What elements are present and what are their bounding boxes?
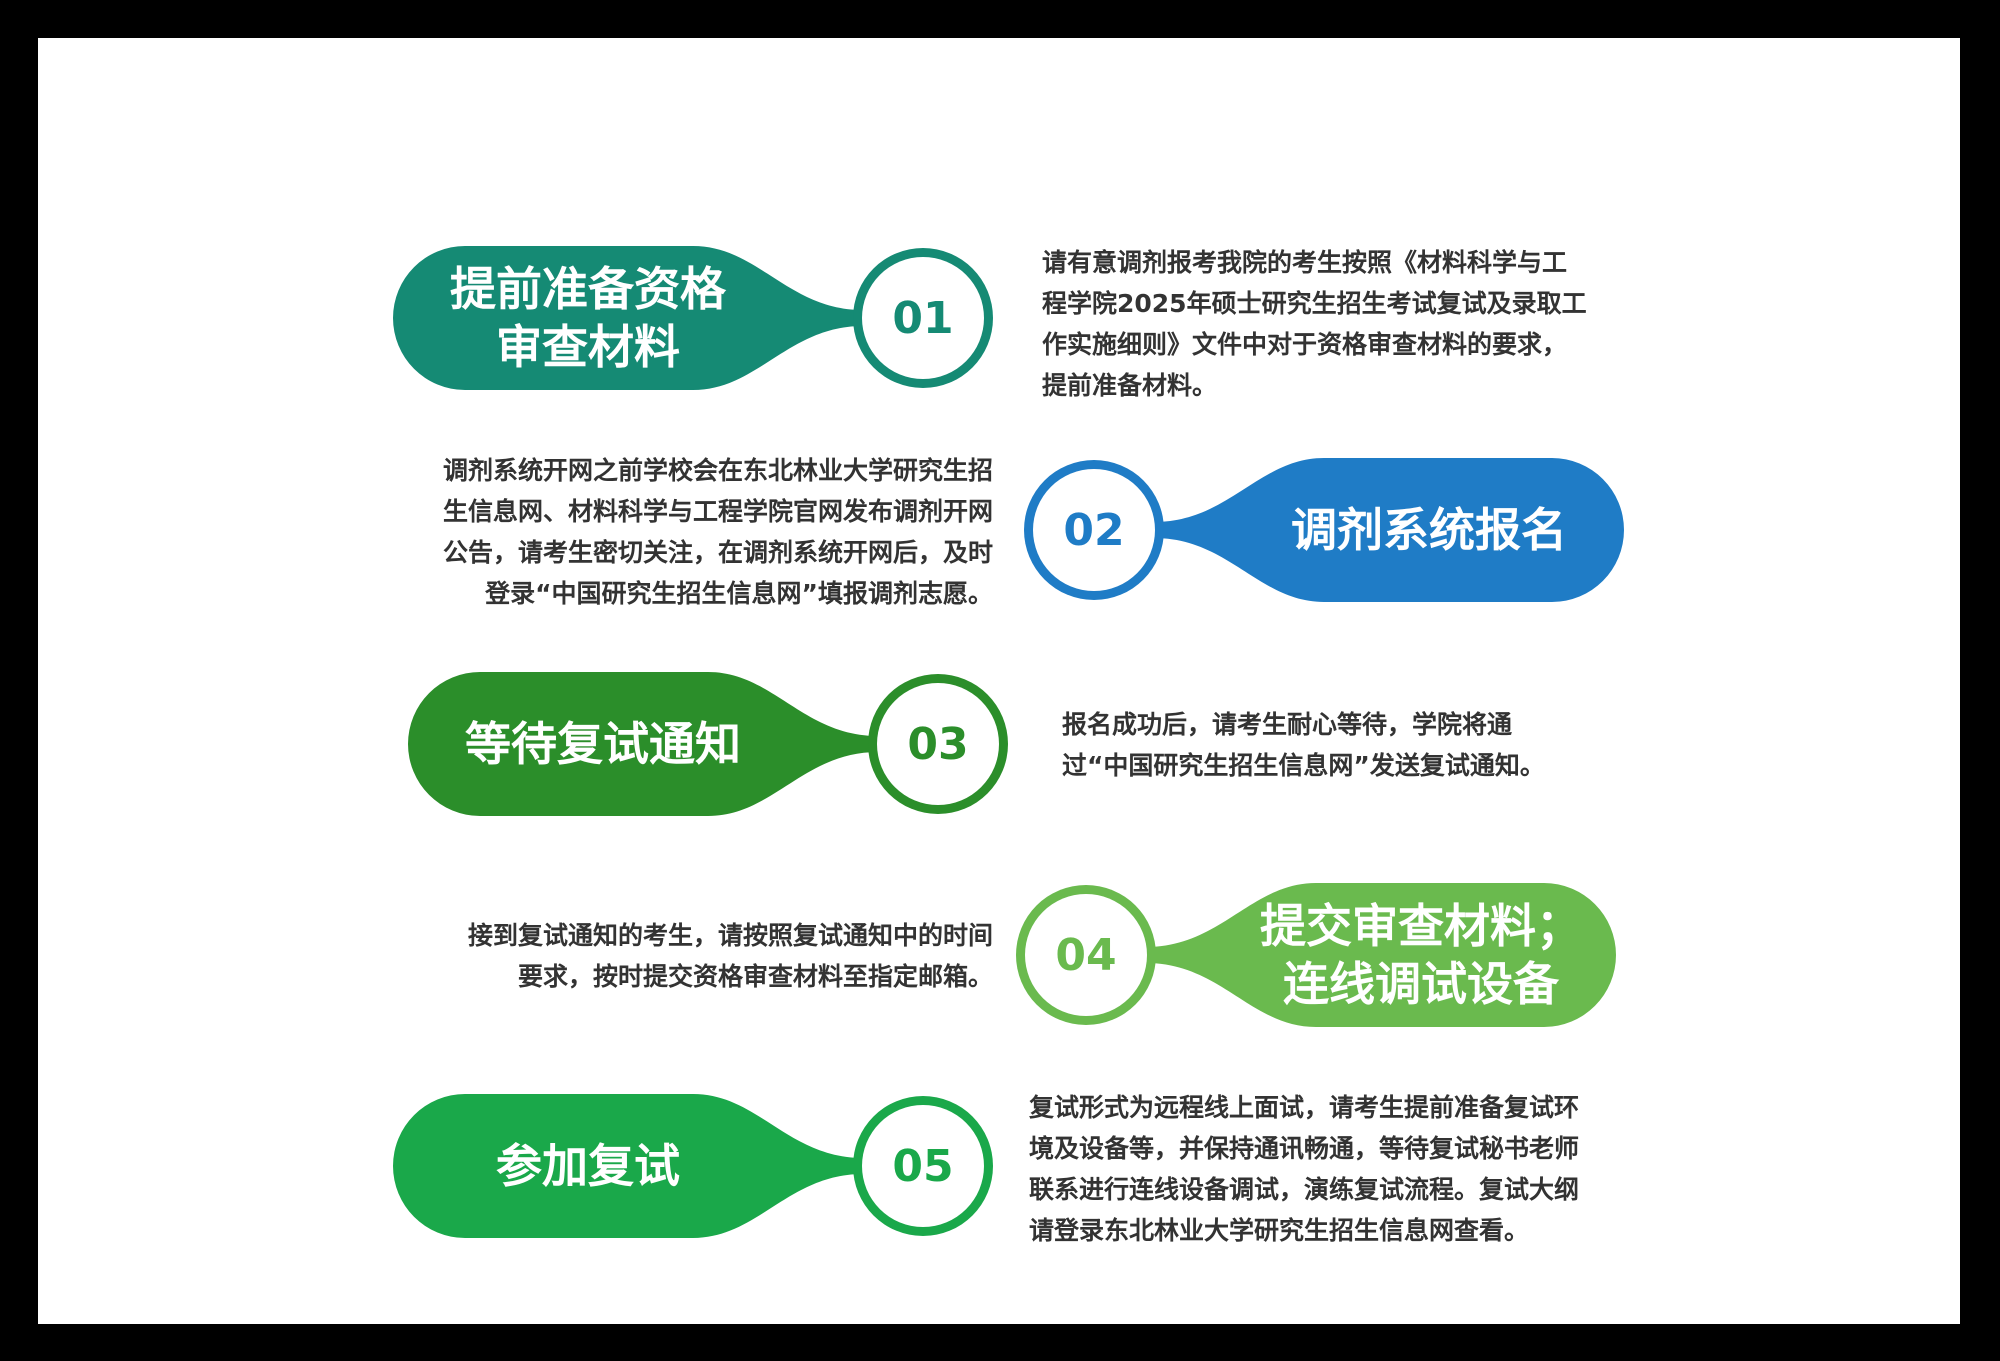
desc-line: 请有意调剂报考我院的考生按照《材料科学与工 (1042, 248, 1568, 277)
desc-line: 报名成功后，请考生耐心等待，学院将通 (1062, 710, 1513, 739)
pill-shape (393, 1094, 993, 1238)
step-04-description: 接到复试通知的考生，请按照复试通知中的时间 要求，按时提交资格审查材料至指定邮箱… (399, 915, 993, 997)
step-title-line: 提交审查材料； (1260, 899, 1582, 953)
pill-shape (393, 246, 993, 390)
step-title-line: 审查材料 (496, 320, 680, 374)
step-title: 提前准备资格审查材料 (423, 246, 753, 390)
desc-line: 调剂系统开网之前学校会在东北林业大学研究生招 (442, 456, 993, 485)
desc-line: 作实施细则》文件中对于资格审查材料的要求， (1042, 330, 1568, 359)
infographic-panel (38, 38, 1960, 1324)
step-title-line: 调剂系统报名 (1291, 503, 1567, 557)
desc-line: 请登录东北林业大学研究生招生信息网查看。 (1029, 1216, 1530, 1245)
pill-shape (1024, 458, 1624, 602)
step-title: 等待复试通知 (438, 672, 768, 816)
desc-line: 登录“中国研究生招生信息网”填报调剂志愿。 (485, 579, 993, 608)
step-04-pill: 提交审查材料；连线调试设备 04 (1016, 883, 1616, 1027)
step-title: 参加复试 (423, 1094, 753, 1238)
step-number: 04 (1055, 929, 1117, 981)
step-01-description: 请有意调剂报考我院的考生按照《材料科学与工 程学院2025年硕士研究生招生考试复… (1042, 242, 1587, 406)
step-title: 调剂系统报名 (1264, 458, 1594, 602)
step-title-line: 参加复试 (496, 1139, 680, 1193)
desc-line: 提前准备材料。 (1042, 371, 1218, 400)
pill-shape (408, 672, 1008, 816)
pill-shape (1016, 883, 1616, 1027)
step-title-line: 提前准备资格 (450, 262, 726, 316)
step-01-pill: 提前准备资格审查材料 01 (393, 246, 993, 390)
step-number: 02 (1063, 504, 1125, 556)
step-03-description: 报名成功后，请考生耐心等待，学院将通 过“中国研究生招生信息网”发送复试通知。 (1062, 704, 1545, 786)
desc-line: 生信息网、材料科学与工程学院官网发布调剂开网 (442, 497, 993, 526)
step-02-description: 调剂系统开网之前学校会在东北林业大学研究生招 生信息网、材料科学与工程学院官网发… (399, 450, 993, 614)
step-title: 提交审查材料；连线调试设备 (1256, 883, 1586, 1027)
step-title-line: 连线调试设备 (1283, 957, 1559, 1011)
desc-line: 复试形式为远程线上面试，请考生提前准备复试环 (1029, 1093, 1580, 1122)
step-title-line: 等待复试通知 (465, 717, 741, 771)
step-03-pill: 等待复试通知 03 (408, 672, 1008, 816)
desc-line: 境及设备等，并保持通讯畅通，等待复试秘书老师 (1029, 1134, 1580, 1163)
step-number: 01 (892, 292, 954, 344)
desc-line: 程学院2025年硕士研究生招生考试复试及录取工 (1042, 289, 1587, 318)
step-02-pill: 调剂系统报名 02 (1024, 458, 1624, 602)
desc-line: 公告，请考生密切关注，在调剂系统开网后，及时 (442, 538, 993, 567)
desc-line: 要求，按时提交资格审查材料至指定邮箱。 (517, 962, 993, 991)
step-number: 05 (892, 1140, 954, 1192)
desc-line: 接到复试通知的考生，请按照复试通知中的时间 (467, 921, 993, 950)
desc-line: 过“中国研究生招生信息网”发送复试通知。 (1062, 751, 1545, 780)
step-05-pill: 参加复试 05 (393, 1094, 993, 1238)
step-number: 03 (907, 718, 969, 770)
step-05-description: 复试形式为远程线上面试，请考生提前准备复试环 境及设备等，并保持通讯畅通，等待复… (1029, 1087, 1579, 1251)
desc-line: 联系进行连线设备调试，演练复试流程。复试大纲 (1029, 1175, 1580, 1204)
